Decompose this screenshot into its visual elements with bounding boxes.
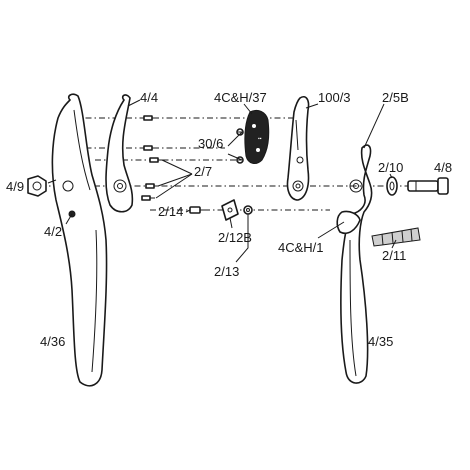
label-2-12b: 2/12B xyxy=(218,230,252,245)
main-blade xyxy=(286,95,310,201)
label-2-11: 2/11 xyxy=(382,248,406,263)
label-4-9: 4/9 xyxy=(6,179,24,194)
bushing-part xyxy=(386,176,398,196)
label-4-8: 4/8 xyxy=(434,160,452,175)
nut-part xyxy=(27,175,47,197)
blade-insert: ▪▪ xyxy=(244,109,270,164)
leader-lines xyxy=(47,99,397,263)
washer-part xyxy=(243,205,253,215)
bolt-part xyxy=(407,177,449,195)
label-100-3: 100/3 xyxy=(318,90,351,105)
label-4-36: 4/36 xyxy=(40,334,65,349)
left-handle xyxy=(51,93,108,387)
small-screw-part xyxy=(189,206,207,214)
label-4ch-1: 4C&H/1 xyxy=(278,240,324,255)
svg-text:▪▪: ▪▪ xyxy=(258,136,262,142)
label-2-13: 2/13 xyxy=(214,264,239,279)
label-2-10: 2/10 xyxy=(378,160,403,175)
label-30-6: 30/6 xyxy=(198,136,223,151)
label-2-5b: 2/5B xyxy=(382,90,409,105)
label-4-35: 4/35 xyxy=(368,334,393,349)
label-4-2: 4/2 xyxy=(44,224,62,239)
screws-group xyxy=(141,115,163,201)
spring-part xyxy=(371,227,421,247)
counter-blade xyxy=(105,94,134,213)
label-4-4: 4/4 xyxy=(140,90,158,105)
latch-part xyxy=(221,199,239,221)
right-handle xyxy=(340,144,373,384)
label-2-14: 2/14 xyxy=(158,204,183,219)
left-handle-assembly xyxy=(51,93,108,387)
label-2-7: 2/7 xyxy=(194,164,212,179)
part-labels: 4/4 4C&H/37 100/3 2/5B 30/6 2/7 4/9 2/10… xyxy=(6,90,452,349)
label-4ch-37: 4C&H/37 xyxy=(214,90,267,105)
right-handle-assembly xyxy=(336,144,373,384)
